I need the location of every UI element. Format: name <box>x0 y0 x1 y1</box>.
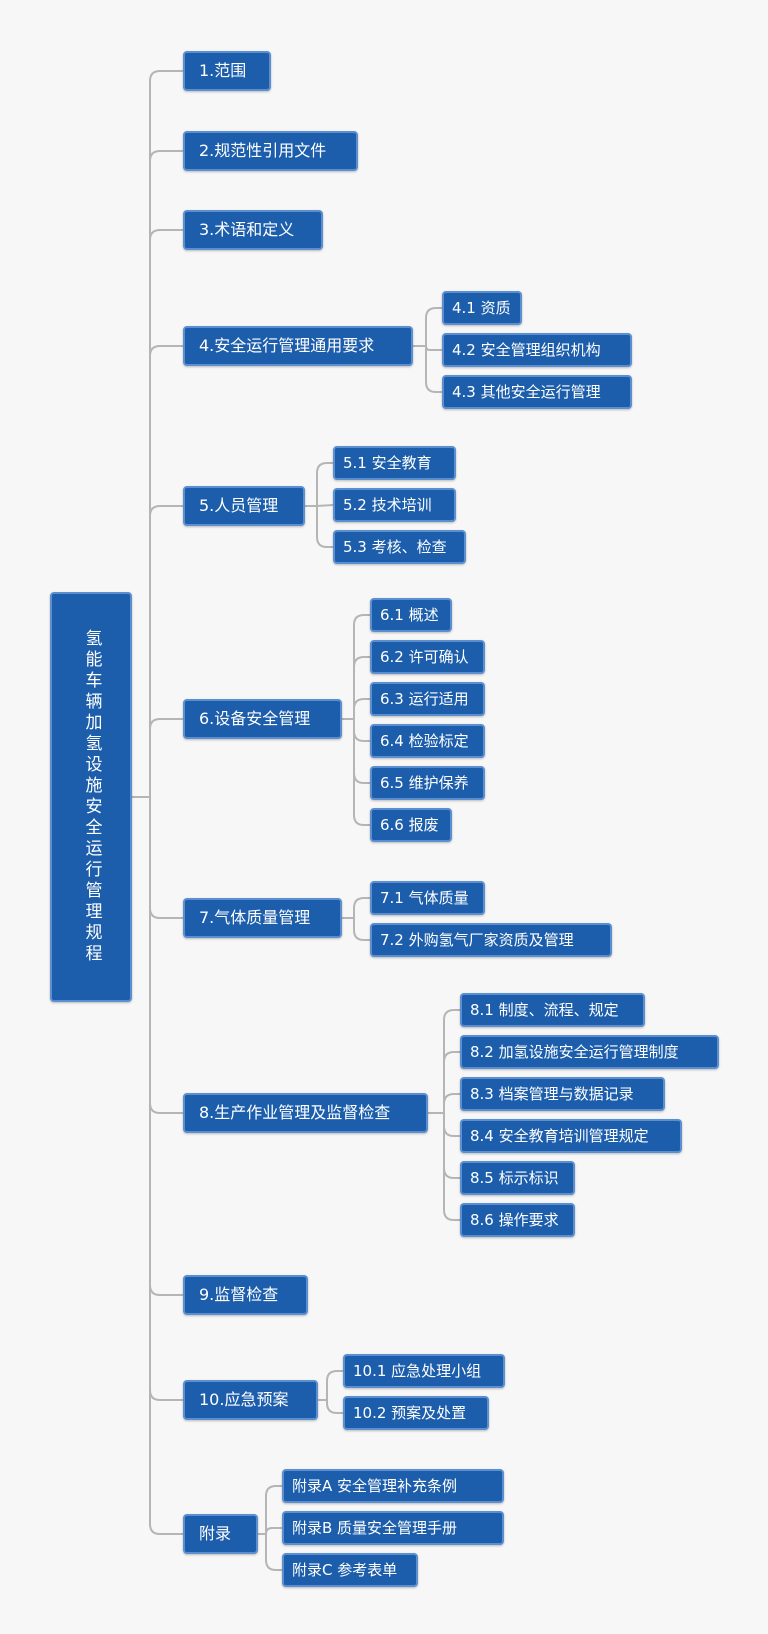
section-link-10 <box>149 797 183 1401</box>
subsection-node-4-2[interactable]: 4.2 安全管理组织机构 <box>442 333 632 367</box>
subsection-node-4-3[interactable]: 4.3 其他安全运行管理 <box>442 375 632 409</box>
subsection-node-8-3[interactable]: 8.3 档案管理与数据记录 <box>460 1077 665 1111</box>
subsection-link-8-6 <box>443 1113 460 1221</box>
subsection-link-6-3 <box>353 698 370 719</box>
section-node-3[interactable]: 3.术语和定义 <box>183 210 323 250</box>
subsection-link-7-1 <box>353 897 370 918</box>
subsection-link-6-6 <box>353 719 370 826</box>
subsection-link-6-5 <box>353 719 370 784</box>
subsection-node-6-5[interactable]: 6.5 维护保养 <box>370 766 485 800</box>
subsection-link-8-2 <box>443 1051 460 1113</box>
subsection-node-11-3[interactable]: 附录C 参考表单 <box>282 1553 418 1587</box>
subsection-link-5-3 <box>316 506 333 548</box>
section-link-11 <box>149 797 183 1535</box>
subsection-link-10-2 <box>326 1400 343 1414</box>
section-link-9 <box>149 797 183 1296</box>
subsection-node-7-1[interactable]: 7.1 气体质量 <box>370 881 485 915</box>
subsection-link-6-2 <box>353 656 370 719</box>
subsection-node-7-2[interactable]: 7.2 外购氢气厂家资质及管理 <box>370 923 612 957</box>
section-node-11[interactable]: 附录 <box>183 1514 258 1554</box>
section-node-6[interactable]: 6.设备安全管理 <box>183 699 342 739</box>
subsection-node-11-2[interactable]: 附录B 质量安全管理手册 <box>282 1511 504 1545</box>
section-link-1 <box>149 70 183 797</box>
subsection-node-8-2[interactable]: 8.2 加氢设施安全运行管理制度 <box>460 1035 719 1069</box>
subsection-link-4-1 <box>425 307 442 346</box>
subsection-node-4-1[interactable]: 4.1 资质 <box>442 291 522 325</box>
subsection-node-6-3[interactable]: 6.3 运行适用 <box>370 682 485 716</box>
section-node-1[interactable]: 1.范围 <box>183 51 271 91</box>
root-node[interactable]: 氢能车辆加氢设施安全运行管理规程 <box>50 592 132 1002</box>
section-node-8[interactable]: 8.生产作业管理及监督检查 <box>183 1093 428 1133</box>
section-node-10[interactable]: 10.应急预案 <box>183 1380 318 1420</box>
subsection-link-8-1 <box>443 1009 460 1113</box>
subsection-link-5-1 <box>316 462 333 506</box>
subsection-link-11-2 <box>265 1527 282 1535</box>
subsection-link-4-3 <box>425 346 442 393</box>
subsection-node-8-5[interactable]: 8.5 标示标识 <box>460 1161 575 1195</box>
section-link-3 <box>149 229 183 797</box>
root-title: 氢能车辆加氢设施安全运行管理规程 <box>81 629 102 965</box>
subsection-node-5-3[interactable]: 5.3 考核、检查 <box>333 530 466 564</box>
subsection-node-8-6[interactable]: 8.6 操作要求 <box>460 1203 575 1237</box>
subsection-node-11-1[interactable]: 附录A 安全管理补充条例 <box>282 1469 504 1503</box>
subsection-link-5-2 <box>316 504 334 507</box>
subsection-link-7-2 <box>353 918 370 941</box>
subsection-node-6-6[interactable]: 6.6 报废 <box>370 808 452 842</box>
subsection-link-8-4 <box>443 1113 460 1137</box>
subsection-node-6-4[interactable]: 6.4 检验标定 <box>370 724 485 758</box>
subsection-node-10-2[interactable]: 10.2 预案及处置 <box>343 1396 489 1430</box>
subsection-node-5-2[interactable]: 5.2 技术培训 <box>333 488 456 522</box>
subsection-node-8-4[interactable]: 8.4 安全教育培训管理规定 <box>460 1119 682 1153</box>
subsection-link-6-1 <box>353 614 370 719</box>
subsection-link-11-1 <box>265 1485 282 1534</box>
subsection-node-6-1[interactable]: 6.1 概述 <box>370 598 452 632</box>
section-link-7 <box>149 797 183 919</box>
section-node-7[interactable]: 7.气体质量管理 <box>183 898 342 938</box>
subsection-node-6-2[interactable]: 6.2 许可确认 <box>370 640 485 674</box>
section-node-4[interactable]: 4.安全运行管理通用要求 <box>183 326 413 366</box>
section-link-4 <box>149 345 183 797</box>
subsection-link-11-3 <box>265 1534 282 1571</box>
section-node-5[interactable]: 5.人员管理 <box>183 486 305 526</box>
section-node-2[interactable]: 2.规范性引用文件 <box>183 131 358 171</box>
section-link-8 <box>149 797 183 1114</box>
subsection-node-5-1[interactable]: 5.1 安全教育 <box>333 446 456 480</box>
subsection-link-10-1 <box>326 1370 343 1400</box>
section-link-5 <box>149 505 183 797</box>
section-link-6 <box>149 718 183 797</box>
subsection-link-8-5 <box>443 1113 460 1179</box>
subsection-link-4-2 <box>425 345 442 351</box>
subsection-node-8-1[interactable]: 8.1 制度、流程、规定 <box>460 993 645 1027</box>
section-node-9[interactable]: 9.监督检查 <box>183 1275 308 1315</box>
subsection-node-10-1[interactable]: 10.1 应急处理小组 <box>343 1354 505 1388</box>
subsection-link-8-3 <box>443 1093 460 1113</box>
section-link-2 <box>149 150 183 797</box>
subsection-link-6-4 <box>353 719 370 742</box>
